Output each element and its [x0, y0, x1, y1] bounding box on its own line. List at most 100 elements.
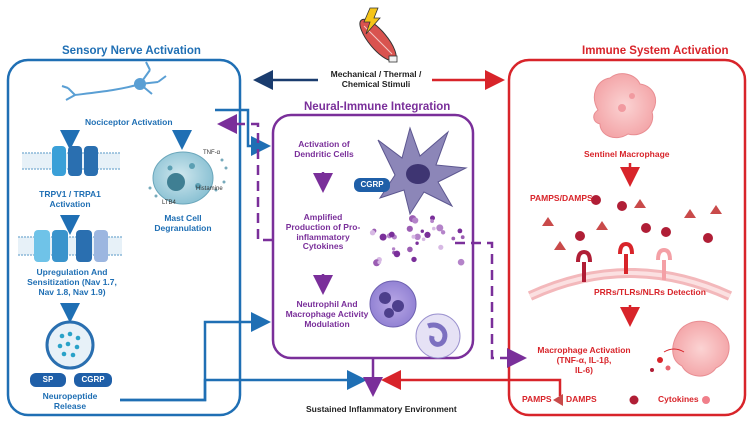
activated-macrophage-icon — [650, 320, 730, 377]
legend-pamps: PAMPS — [522, 394, 552, 404]
connector-sensory-to-neutrophil — [120, 312, 271, 402]
pamp-particle — [703, 233, 713, 243]
mast-line-2: Degranulation — [154, 222, 212, 233]
legend-damps: DAMPS — [566, 394, 597, 404]
ltb4-label: LTB4 — [162, 200, 176, 206]
amp-line-2: Production of Pro- — [285, 221, 361, 232]
sentinel-label: Sentinel Macrophage — [584, 149, 670, 159]
neutrophil-icon — [369, 280, 417, 328]
mast-line-1: Mast Cell — [164, 213, 202, 223]
pamp-particle — [661, 227, 671, 237]
neural-cgrp-pill: CGRP — [354, 178, 390, 192]
cytokine-dot — [414, 233, 421, 240]
cytokine-dot — [457, 258, 465, 266]
damp-particle — [634, 199, 646, 208]
cytokine-dot — [451, 236, 456, 241]
cytokine-dots-icon — [369, 215, 465, 267]
cytokine-dot — [420, 229, 424, 233]
trpv1-label: TRPV1 / TRPA1 Activation — [20, 189, 120, 210]
sensory-title: Sensory Nerve Activation — [62, 45, 201, 57]
cytokine-dot — [412, 217, 419, 224]
cytokine-dot — [440, 230, 446, 235]
cytokine-dot — [460, 235, 465, 240]
dc-line-2: Dendritic Cells — [294, 148, 354, 159]
cgrp-pill: CGRP — [74, 373, 112, 387]
cytokine-dot — [393, 250, 401, 258]
damp-particle — [684, 209, 696, 218]
stimulus-line-2: Chemical Stimuli — [341, 78, 411, 89]
cytokine-dot — [424, 231, 431, 238]
damp-particle — [542, 217, 554, 226]
upreg-line-3: Nav 1.8, Nav 1.9) — [38, 286, 106, 297]
amp-line-3: inflammatory — [296, 231, 350, 242]
stimulus-label: Mechanical / Thermal / Chemical Stimuli — [318, 69, 434, 90]
mac-line-3: IL-6) — [575, 364, 593, 375]
neut-line-1: Neutrophil And — [296, 299, 358, 309]
feedback-neural-to-immune — [455, 241, 527, 368]
cytokine-dot — [415, 241, 419, 245]
trpv1-line-2: Activation — [49, 198, 91, 209]
cytokine-dot — [430, 219, 434, 224]
mac-line-2: (TNF-α, IL-1β, — [556, 354, 612, 365]
amplified-label: Amplified Production of Pro- inflammator… — [276, 212, 370, 252]
trpv1-line-1: TRPV1 / TRPA1 — [39, 189, 101, 199]
cytokine-dot — [411, 234, 416, 239]
cytokine-dot — [407, 246, 413, 253]
damp-particle — [710, 205, 722, 214]
dc-line-1: Activation of — [298, 139, 350, 149]
cytokine-dot — [430, 215, 435, 221]
nociceptor-label: Nociceptor Activation — [85, 117, 173, 127]
immune-panel — [507, 58, 747, 417]
mast-cell-label: Mast Cell Degranulation — [146, 213, 220, 234]
histamine-label: Histamine — [196, 186, 223, 192]
pamp-particle — [641, 223, 651, 233]
arrow-immune-to-outcome — [381, 370, 562, 396]
cytokine-dot — [436, 224, 444, 232]
mast-cell-icon — [148, 151, 228, 205]
nav-channel-icon — [18, 230, 122, 262]
amp-line-4: Cytokines — [302, 241, 344, 252]
neuropeptide-release-label: Neuropeptide Release — [24, 391, 116, 412]
dc-label: Activation of Dendritic Cells — [286, 139, 362, 160]
sensory-panel — [6, 58, 242, 417]
prr-receptor-membrane-icon — [527, 241, 733, 301]
release-line-2: Release — [53, 400, 87, 411]
connector-sensory-to-dc — [215, 108, 271, 156]
sp-pill: SP — [30, 373, 66, 387]
macrophage-activation-label: Macrophage Activation (TNF-α, IL-1β, IL-… — [534, 345, 634, 375]
mac-line-1: Macrophage Activation — [537, 345, 631, 355]
cytokine-dot — [391, 247, 396, 251]
cytokine-dot — [388, 231, 395, 238]
trpv1-channel-icon — [22, 146, 120, 176]
prr-label: PRRs/TLRs/NLRs Detection — [594, 287, 706, 297]
immune-title: Immune System Activation — [582, 45, 729, 57]
cytokine-dot — [377, 260, 382, 265]
feedback-neural-to-sensory — [217, 114, 273, 242]
neut-line-3: Modulation — [304, 318, 350, 329]
cytokine-dot — [438, 244, 444, 250]
upreg-line-1: Upregulation And — [36, 267, 108, 277]
cytokine-dot — [369, 230, 376, 236]
connector-sensory-to-outcome — [120, 370, 367, 402]
stimulus-line-1: Mechanical / Thermal / — [330, 69, 422, 79]
cytokine-dot — [406, 225, 413, 232]
neuropeptide-vesicle-icon — [45, 320, 95, 370]
legend-cytokines: Cytokines — [658, 394, 699, 404]
dendritic-cell-icon — [377, 126, 468, 216]
damps-legend-icon — [553, 394, 563, 406]
neural-title: Neural-Immune Integration — [304, 101, 451, 113]
cytokines-legend-icon — [702, 396, 710, 404]
pamp-particle — [591, 195, 601, 205]
pamps-damps-label: PAMPS/DAMPS — [530, 193, 593, 203]
upreg-line-2: Sensitization (Nav 1.7, — [27, 276, 117, 287]
damp-particle — [596, 221, 608, 230]
sentinel-macrophage-icon — [593, 73, 656, 139]
macrophage-small-icon — [415, 313, 461, 359]
cytokine-dot — [432, 226, 436, 231]
pamps-damps-particles-icon — [542, 195, 722, 250]
pamp-particle — [617, 201, 627, 211]
tnf-label: TNF-α — [203, 150, 221, 156]
cytokine-dot — [457, 228, 463, 234]
amp-line-1: Amplified — [303, 212, 343, 222]
